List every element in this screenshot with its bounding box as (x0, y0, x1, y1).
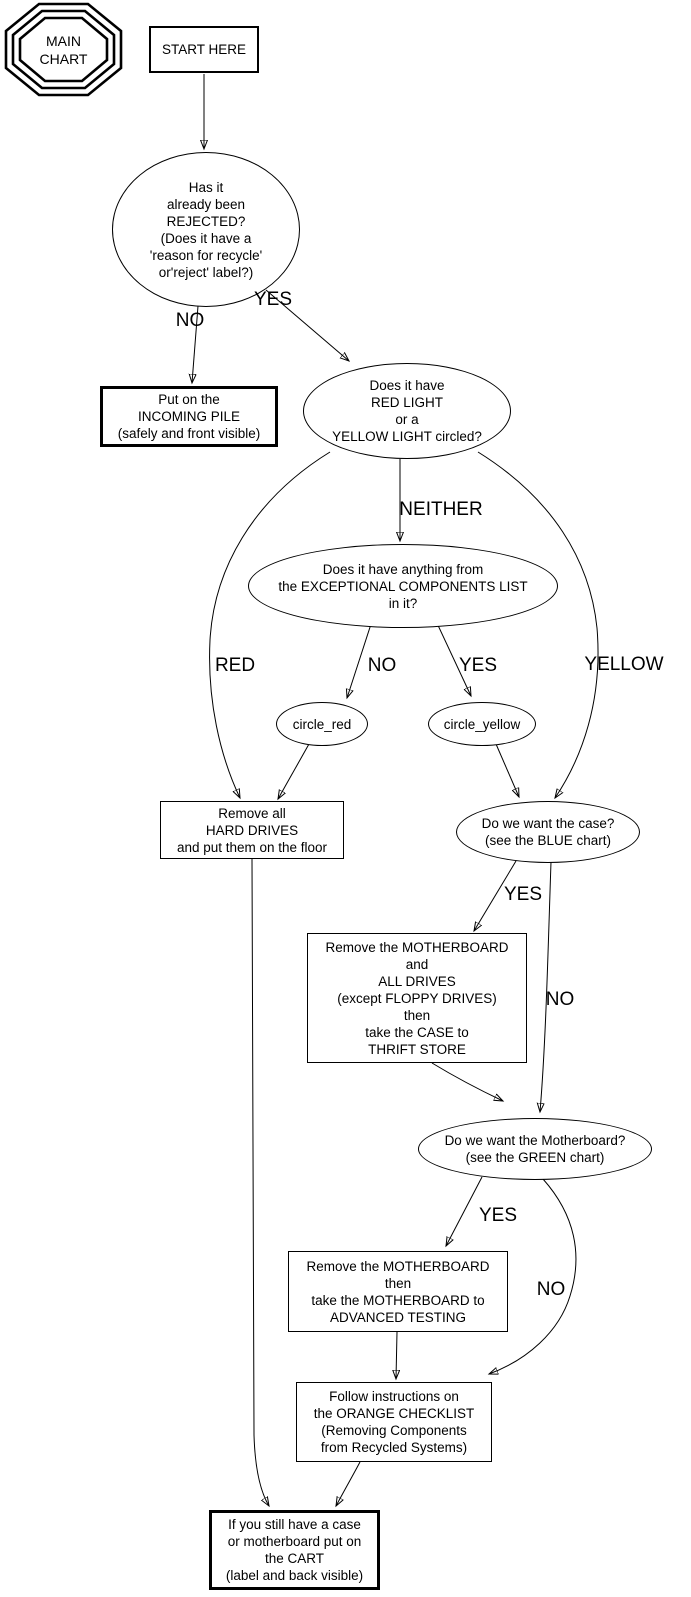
edge-label-yes-rejected: YES (253, 289, 293, 310)
edge-motherboard-yes-advtesting (446, 1176, 483, 1246)
octagon-middle (11, 9, 116, 90)
edge-orange-to-cart (336, 1461, 361, 1506)
node-orange-checklist: Follow instructions on the ORANGE CHECKL… (296, 1382, 492, 1462)
node-want-case: Do we want the case? (see the BLUE chart… (456, 801, 640, 863)
octagon-outer (4, 2, 123, 97)
edge-exceptional-yes-circleyellow (435, 620, 471, 696)
edge-rejected-no-incoming (192, 305, 199, 383)
node-incoming-pile: Put on the INCOMING PILE (safely and fro… (100, 386, 278, 447)
edge-advtesting-to-orange (396, 1331, 397, 1379)
main-chart-badge: MAIN CHART (39, 32, 88, 67)
node-circle-red: circle_red (276, 702, 368, 746)
edge-redlight-red-harddrives (209, 451, 331, 798)
edge-circlered-to-harddrives (278, 743, 310, 799)
node-thrift-store: Remove the MOTHERBOARD and ALL DRIVES (e… (307, 933, 527, 1063)
node-circle-yellow: circle_yellow (428, 702, 536, 746)
node-start-here: START HERE (149, 26, 259, 73)
edge-label-yes-case: YES (503, 884, 543, 905)
edge-label-no-rejected: NO (175, 310, 205, 331)
edge-label-no-case: NO (545, 989, 575, 1010)
edge-label-yellow: YELLOW (584, 654, 664, 675)
edge-label-yes-motherboard: YES (478, 1205, 518, 1226)
edge-label-yes-exceptional: YES (458, 655, 498, 676)
edge-motherboard-no-orange (489, 1178, 577, 1374)
edge-case-no-motherboard (540, 861, 552, 1112)
octagon-inner (18, 16, 109, 83)
edge-case-yes-thrift (474, 860, 517, 931)
edge-label-neither: NEITHER (399, 499, 483, 520)
node-already-rejected: Has it already been REJECTED? (Does it h… (112, 152, 300, 307)
edge-label-no-exceptional: NO (367, 655, 397, 676)
node-advanced-testing: Remove the MOTHERBOARD then take the MOT… (288, 1251, 508, 1332)
node-remove-hard-drives: Remove all HARD DRIVES and put them on t… (160, 801, 344, 859)
edge-thrift-to-motherboard (431, 1062, 503, 1101)
edge-circleyellow-to-case (495, 743, 519, 797)
edge-rejected-yes-redlight (265, 289, 349, 361)
edge-redlight-yellow-case (477, 451, 599, 798)
edge-harddrives-to-cart (251, 858, 269, 1506)
node-want-motherboard: Do we want the Motherboard? (see the GRE… (418, 1118, 652, 1180)
edge-label-no-motherboard: NO (536, 1279, 566, 1300)
node-exceptional-components: Does it have anything from the EXCEPTION… (248, 544, 558, 628)
edge-label-red: RED (214, 655, 256, 676)
node-red-yellow-light: Does it have RED LIGHT or a YELLOW LIGHT… (303, 363, 511, 459)
node-cart: If you still have a case or motherboard … (209, 1510, 380, 1590)
edge-exceptional-no-circlered (347, 620, 373, 698)
